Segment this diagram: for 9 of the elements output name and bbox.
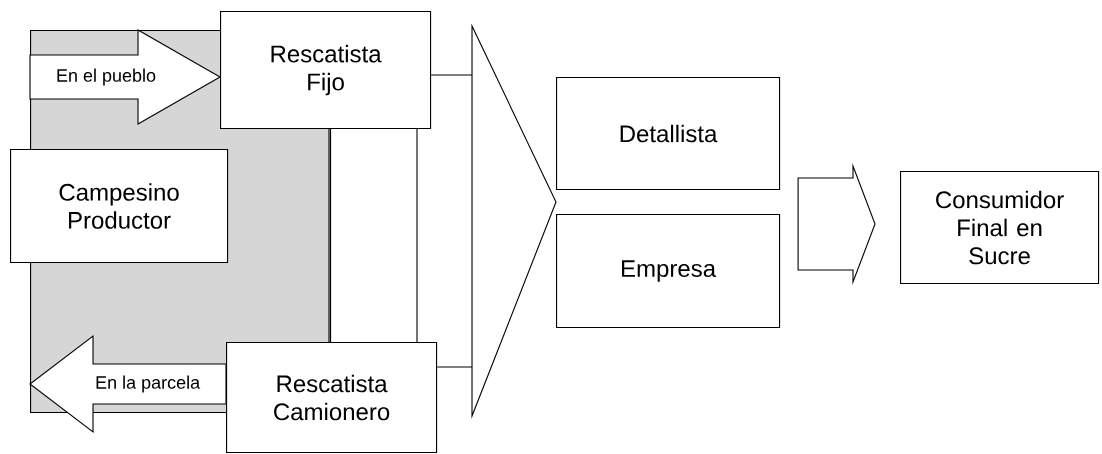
process-box: Campesino Productor [10,149,229,264]
process-box: Rescatista Camionero [226,342,438,454]
double-line [328,128,418,343]
process-box: Rescatista Fijo [220,11,432,130]
block-arrow [797,163,876,285]
process-box: Consumidor Final en Sucre [900,171,1100,285]
process-box: Detallista [556,77,781,191]
process-box: Empresa [556,214,781,329]
chevron-arrow [430,23,557,419]
